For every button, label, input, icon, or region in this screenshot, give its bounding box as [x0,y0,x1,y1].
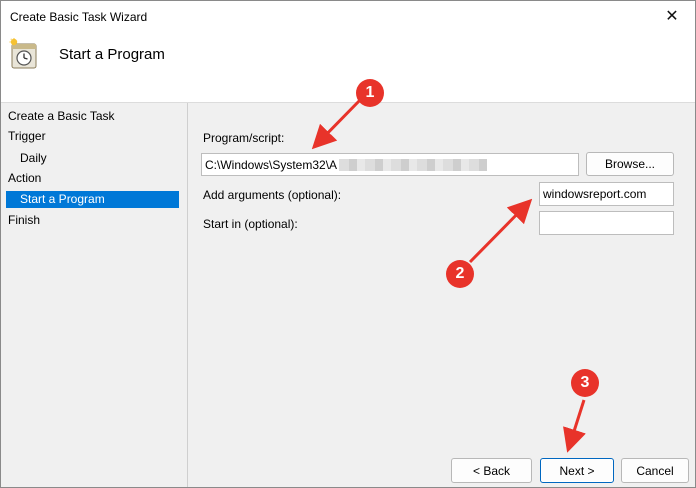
program-script-input[interactable]: C:\Windows\System32\A [201,153,579,176]
program-script-label: Program/script: [203,131,285,145]
sidebar-item-create-basic-task[interactable]: Create a Basic Task [8,109,115,123]
wizard-header: Start a Program [1,31,695,103]
sidebar-item-action[interactable]: Action [8,171,42,185]
wizard-steps-sidebar: Create a Basic Task Trigger Daily Action… [1,103,186,487]
back-button[interactable]: < Back [451,458,532,483]
cancel-button[interactable]: Cancel [621,458,689,483]
step-badge-1: 1 [356,79,384,107]
step-badge-3: 3 [571,369,599,397]
task-clock-icon [9,38,37,69]
sidebar-item-start-a-program[interactable]: Start a Program [6,191,179,208]
next-button[interactable]: Next > [540,458,614,483]
window-title: Create Basic Task Wizard [10,10,148,24]
sidebar-item-finish[interactable]: Finish [8,213,41,227]
sidebar-item-trigger[interactable]: Trigger [8,129,46,143]
close-button[interactable]: ✕ [649,1,695,31]
page-title: Start a Program [59,46,165,63]
add-arguments-input[interactable]: windowsreport.com [539,182,674,206]
step-badge-2: 2 [446,260,474,288]
program-script-value: C:\Windows\System32\A [205,157,338,172]
start-in-input[interactable] [539,211,674,235]
browse-button[interactable]: Browse... [586,152,674,176]
sidebar-divider [187,103,188,487]
close-icon: ✕ [665,8,679,25]
start-in-label: Start in (optional): [203,217,298,231]
add-arguments-label: Add arguments (optional): [203,188,342,202]
title-bar: Create Basic Task Wizard ✕ [1,1,695,31]
redacted-path [339,158,488,171]
sidebar-item-daily[interactable]: Daily [20,151,47,165]
